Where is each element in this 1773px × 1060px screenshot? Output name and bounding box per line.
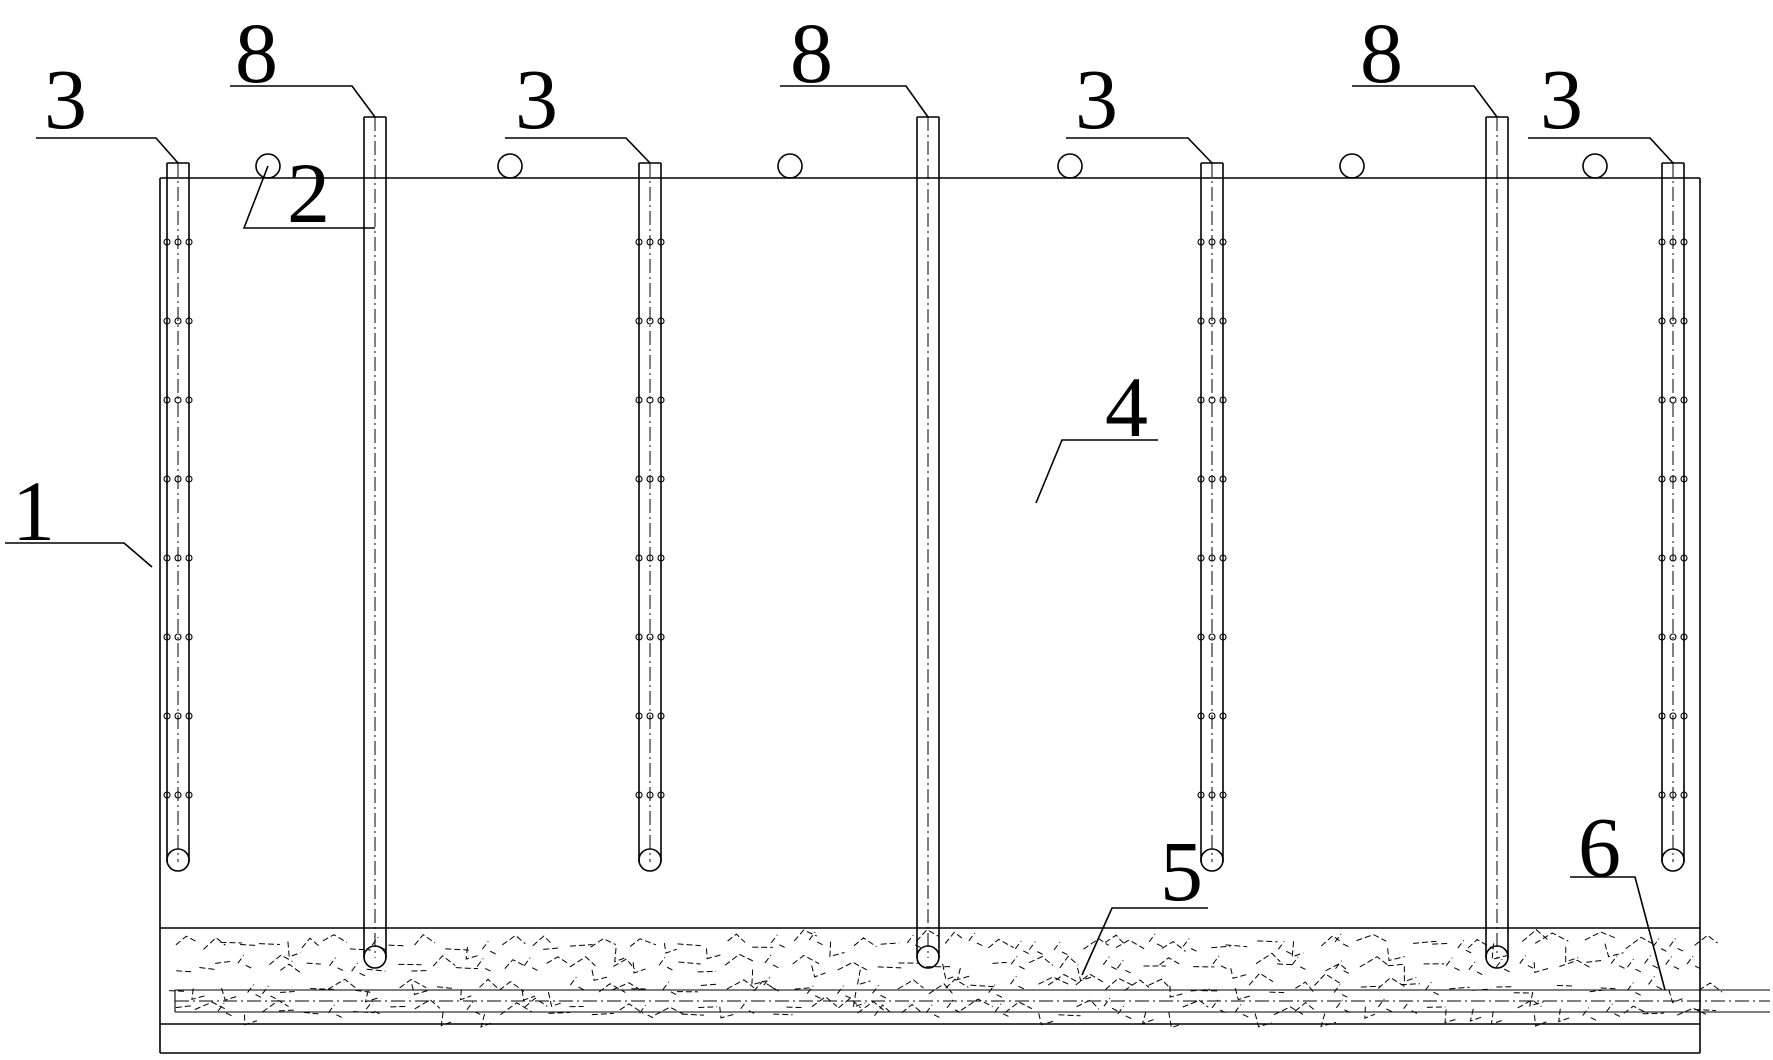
leader-lines-group bbox=[5, 85, 1674, 991]
rings-group bbox=[255, 153, 1608, 179]
label-perforated-pipe-4: 3 bbox=[1540, 51, 1583, 147]
tank-outline bbox=[159, 177, 1701, 1054]
perforated-pipes-group bbox=[163, 162, 1688, 872]
leader-riser-3 bbox=[1352, 85, 1498, 118]
leader-gravel-layer bbox=[1081, 907, 1208, 976]
drain-pipe bbox=[174, 989, 1770, 1013]
gravel-texture bbox=[169, 929, 1723, 1029]
ring-5 bbox=[1339, 153, 1365, 179]
leader-ring bbox=[242, 165, 375, 229]
label-perforated-pipe-2: 3 bbox=[515, 51, 558, 147]
leader-riser-2 bbox=[780, 85, 929, 118]
ring-6 bbox=[1582, 153, 1608, 179]
label-tank: 1 bbox=[12, 463, 55, 559]
riser-pipes-group bbox=[363, 116, 1509, 969]
leader-perforated-1 bbox=[36, 137, 179, 164]
label-drain-pipe: 6 bbox=[1578, 799, 1621, 895]
label-riser-pipe-1: 8 bbox=[235, 5, 278, 101]
ring-3 bbox=[777, 153, 803, 179]
riser-pipe-2 bbox=[916, 116, 940, 969]
leader-drain-pipe bbox=[1570, 876, 1666, 991]
leader-perforated-3 bbox=[1066, 137, 1213, 164]
ring-2 bbox=[497, 153, 523, 179]
leader-tank bbox=[5, 542, 153, 568]
perforated-pipe-2 bbox=[635, 162, 665, 872]
perforated-pipe-1 bbox=[163, 162, 193, 872]
label-perforated-pipe-3: 3 bbox=[1075, 51, 1118, 147]
ring-1 bbox=[255, 153, 281, 179]
riser-pipe-3 bbox=[1485, 116, 1509, 969]
ring-4 bbox=[1057, 153, 1083, 179]
leader-perforated-2 bbox=[505, 137, 651, 164]
label-gravel-layer: 5 bbox=[1160, 823, 1203, 919]
riser-pipe-1 bbox=[363, 116, 387, 969]
label-riser-pipe-3: 8 bbox=[1360, 5, 1403, 101]
gravel-layer-bounds bbox=[160, 927, 1700, 1025]
perforated-pipe-3 bbox=[1197, 162, 1227, 872]
label-perforated-pipe-1: 3 bbox=[44, 51, 87, 147]
leader-perforated-4 bbox=[1528, 137, 1674, 164]
leader-riser-1 bbox=[230, 85, 376, 118]
label-fill-body: 4 bbox=[1105, 359, 1148, 455]
label-ring: 2 bbox=[287, 145, 330, 241]
gravel-fill bbox=[169, 929, 1723, 1029]
leader-fill-body bbox=[1035, 439, 1158, 504]
label-riser-pipe-2: 8 bbox=[790, 5, 833, 101]
perforated-pipe-4 bbox=[1658, 162, 1688, 872]
